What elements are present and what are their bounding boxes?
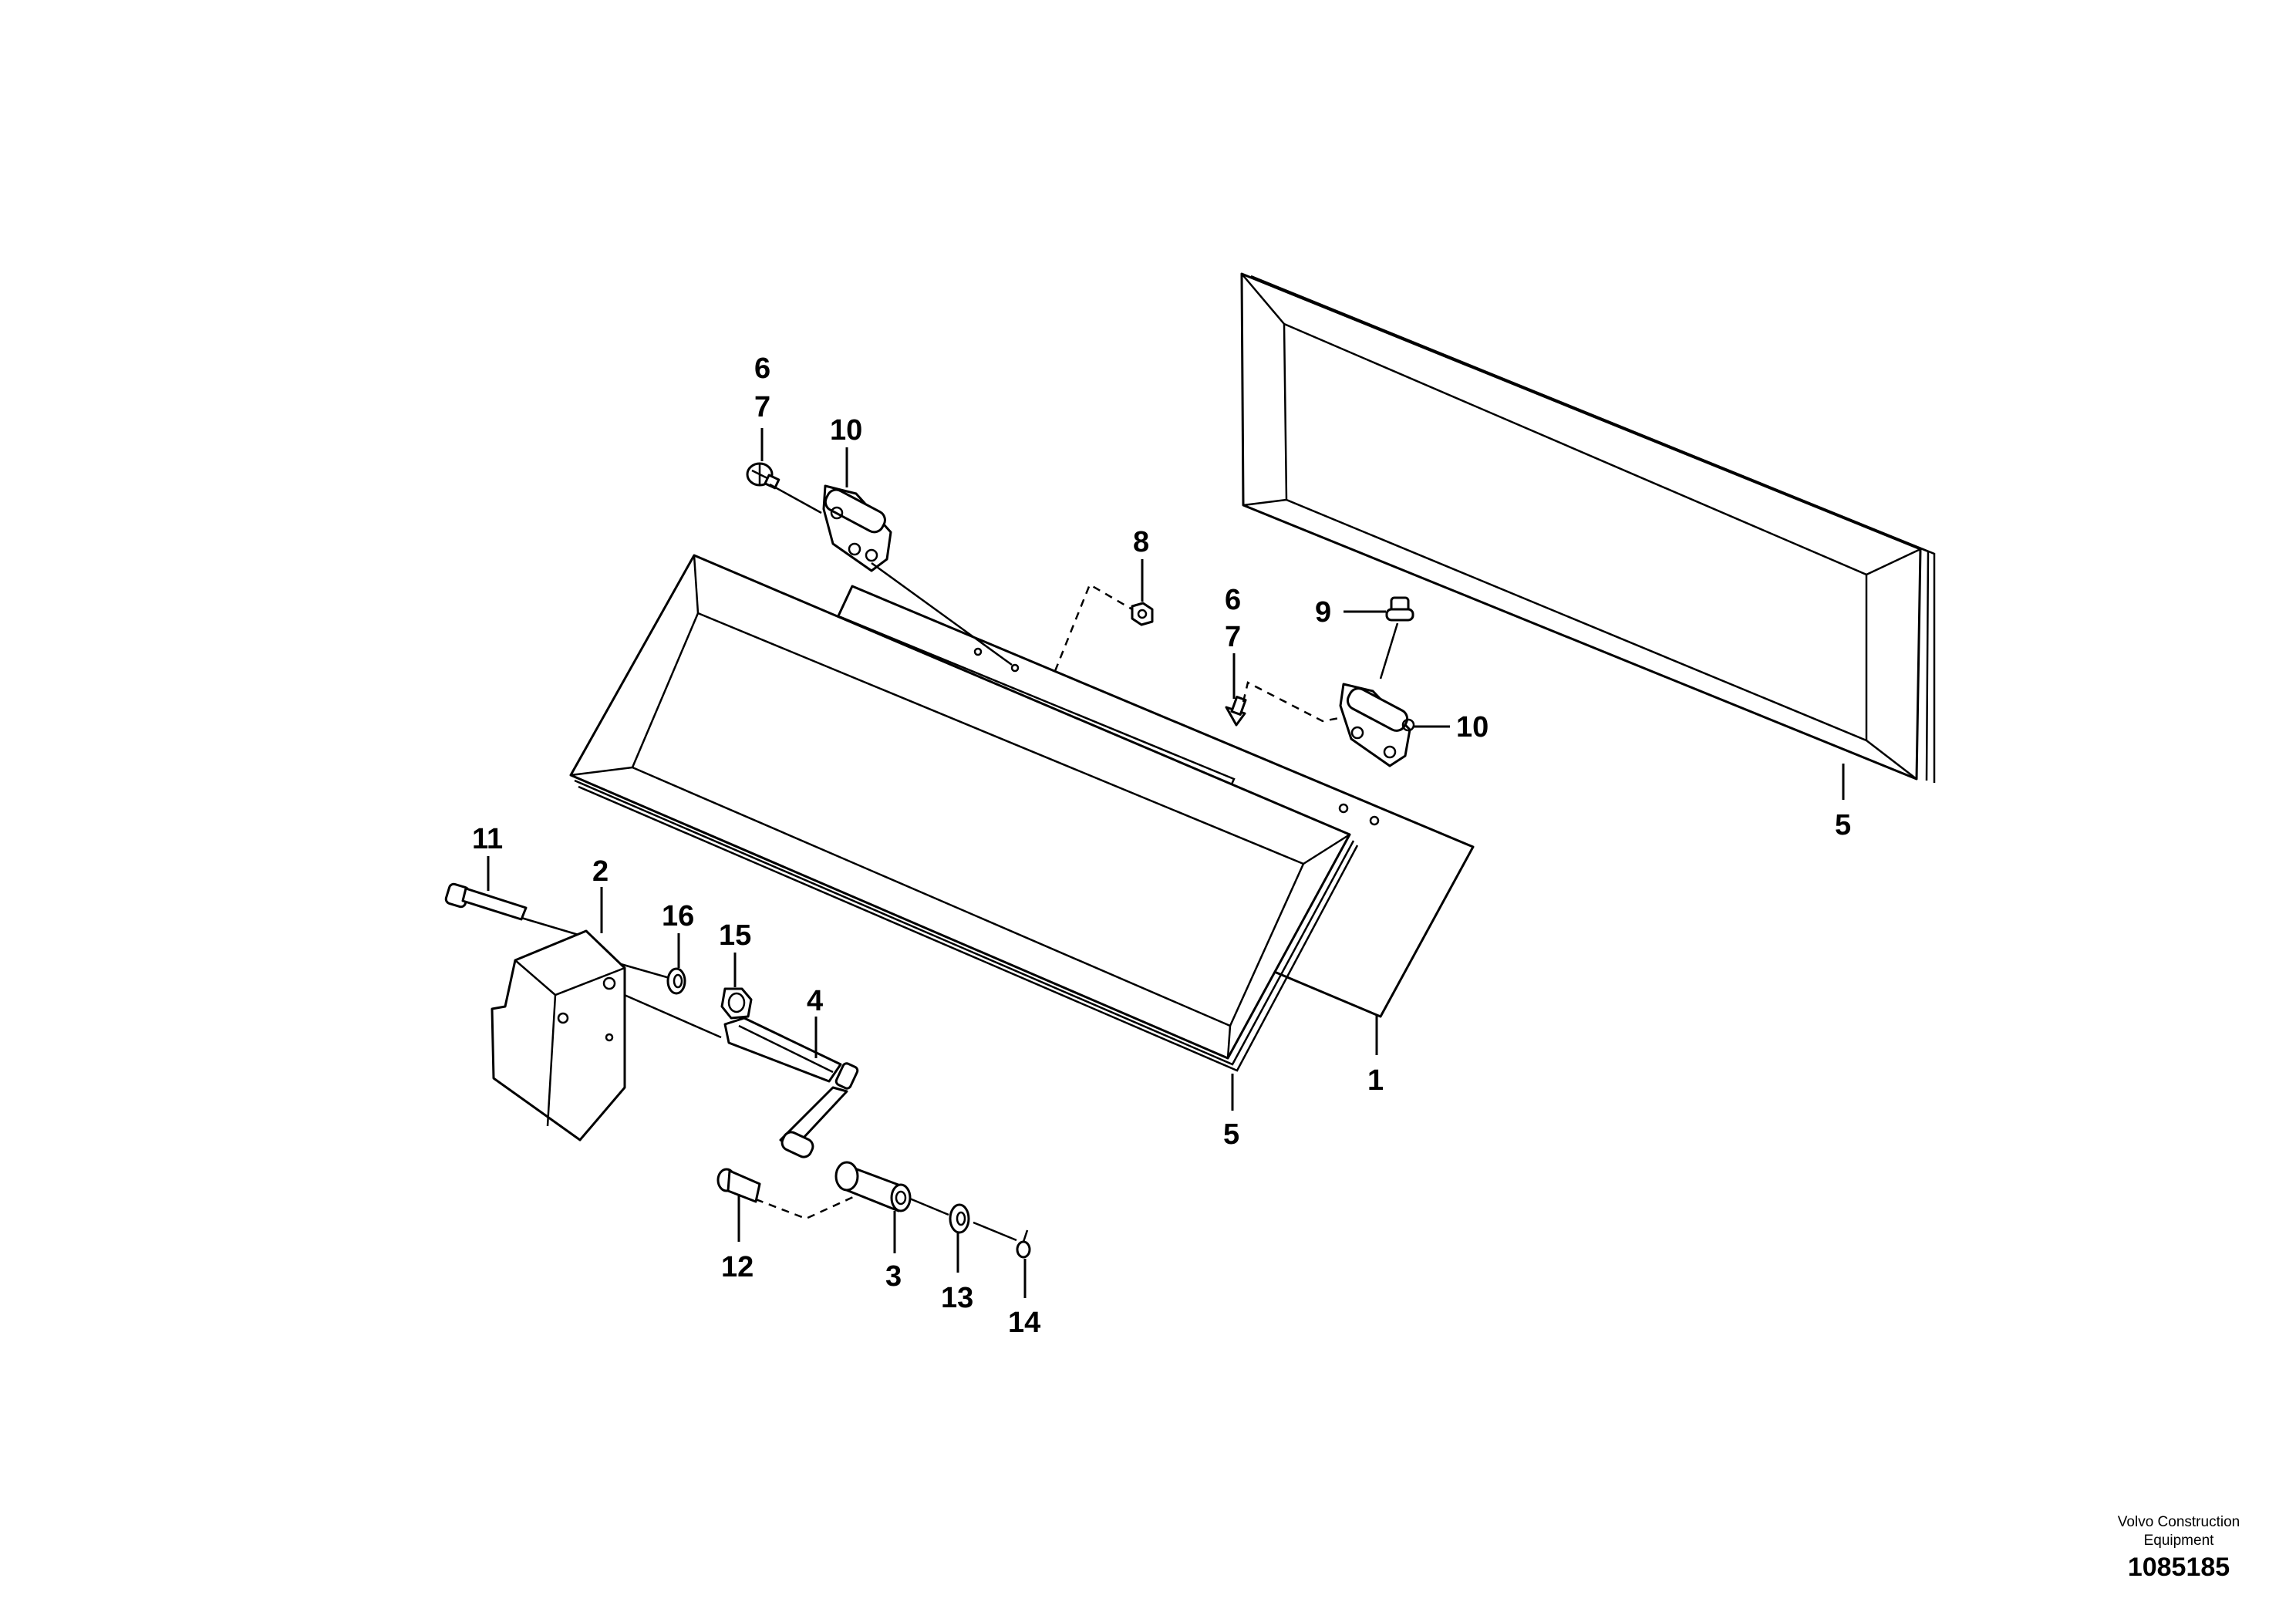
callout-1: 1 bbox=[1367, 1064, 1384, 1097]
bolt-part bbox=[1385, 596, 1414, 622]
crank-handle-part bbox=[723, 1017, 859, 1158]
callout-8: 8 bbox=[1133, 526, 1149, 558]
callout-10-upper: 10 bbox=[830, 414, 862, 447]
callout-2: 2 bbox=[592, 855, 609, 888]
hinge-upper-part bbox=[822, 484, 892, 572]
callout-7-right: 7 bbox=[1225, 621, 1241, 653]
publisher-credit: Volvo Construction Equipment 1085185 bbox=[2090, 1513, 2267, 1584]
callout-13: 15 bbox=[719, 919, 751, 952]
washer-part bbox=[666, 967, 686, 995]
drawing-number: 1085185 bbox=[2127, 1553, 2230, 1582]
callout-14: 16 bbox=[662, 900, 694, 932]
long-bolt-part bbox=[444, 882, 528, 921]
callout-5-rear: 5 bbox=[1835, 809, 1851, 841]
hinge-right-part bbox=[1339, 683, 1415, 767]
callout-7-upper: 7 bbox=[754, 391, 770, 423]
callout-10-right: 10 bbox=[1456, 711, 1489, 744]
front-glass-frame-part bbox=[569, 554, 1359, 1072]
rear-glass-frame-part bbox=[1240, 272, 1936, 783]
callout-12: 12 bbox=[721, 1251, 754, 1283]
washer-lower-part bbox=[949, 1203, 970, 1234]
callout-9: 9 bbox=[1315, 596, 1331, 629]
callout-16: 14 bbox=[1008, 1307, 1040, 1339]
lock-nut-part bbox=[720, 987, 753, 1020]
screw-upper-part bbox=[746, 462, 781, 490]
callout-5-front: 5 bbox=[1223, 1118, 1239, 1151]
cotter-pin-part bbox=[1016, 1229, 1031, 1259]
sleeve-part bbox=[834, 1161, 912, 1212]
bracket-block-part bbox=[491, 929, 626, 1141]
callout-15: 13 bbox=[941, 1282, 973, 1314]
publisher-name-line2: Equipment bbox=[2143, 1533, 2214, 1549]
assembly-lines bbox=[521, 483, 1399, 1242]
callout-6-right: 6 bbox=[1225, 584, 1241, 616]
screw-right-part bbox=[1225, 696, 1247, 727]
callout-11: 11 bbox=[472, 823, 503, 855]
publisher-name-line1: Volvo Construction bbox=[2117, 1514, 2240, 1530]
nut-part bbox=[1131, 602, 1154, 626]
callout-4: 4 bbox=[807, 985, 823, 1017]
pin-part bbox=[716, 1168, 761, 1203]
callout-6-upper: 6 bbox=[754, 352, 770, 385]
callout-leaders bbox=[487, 428, 1845, 1298]
callout-3: 3 bbox=[885, 1260, 902, 1293]
